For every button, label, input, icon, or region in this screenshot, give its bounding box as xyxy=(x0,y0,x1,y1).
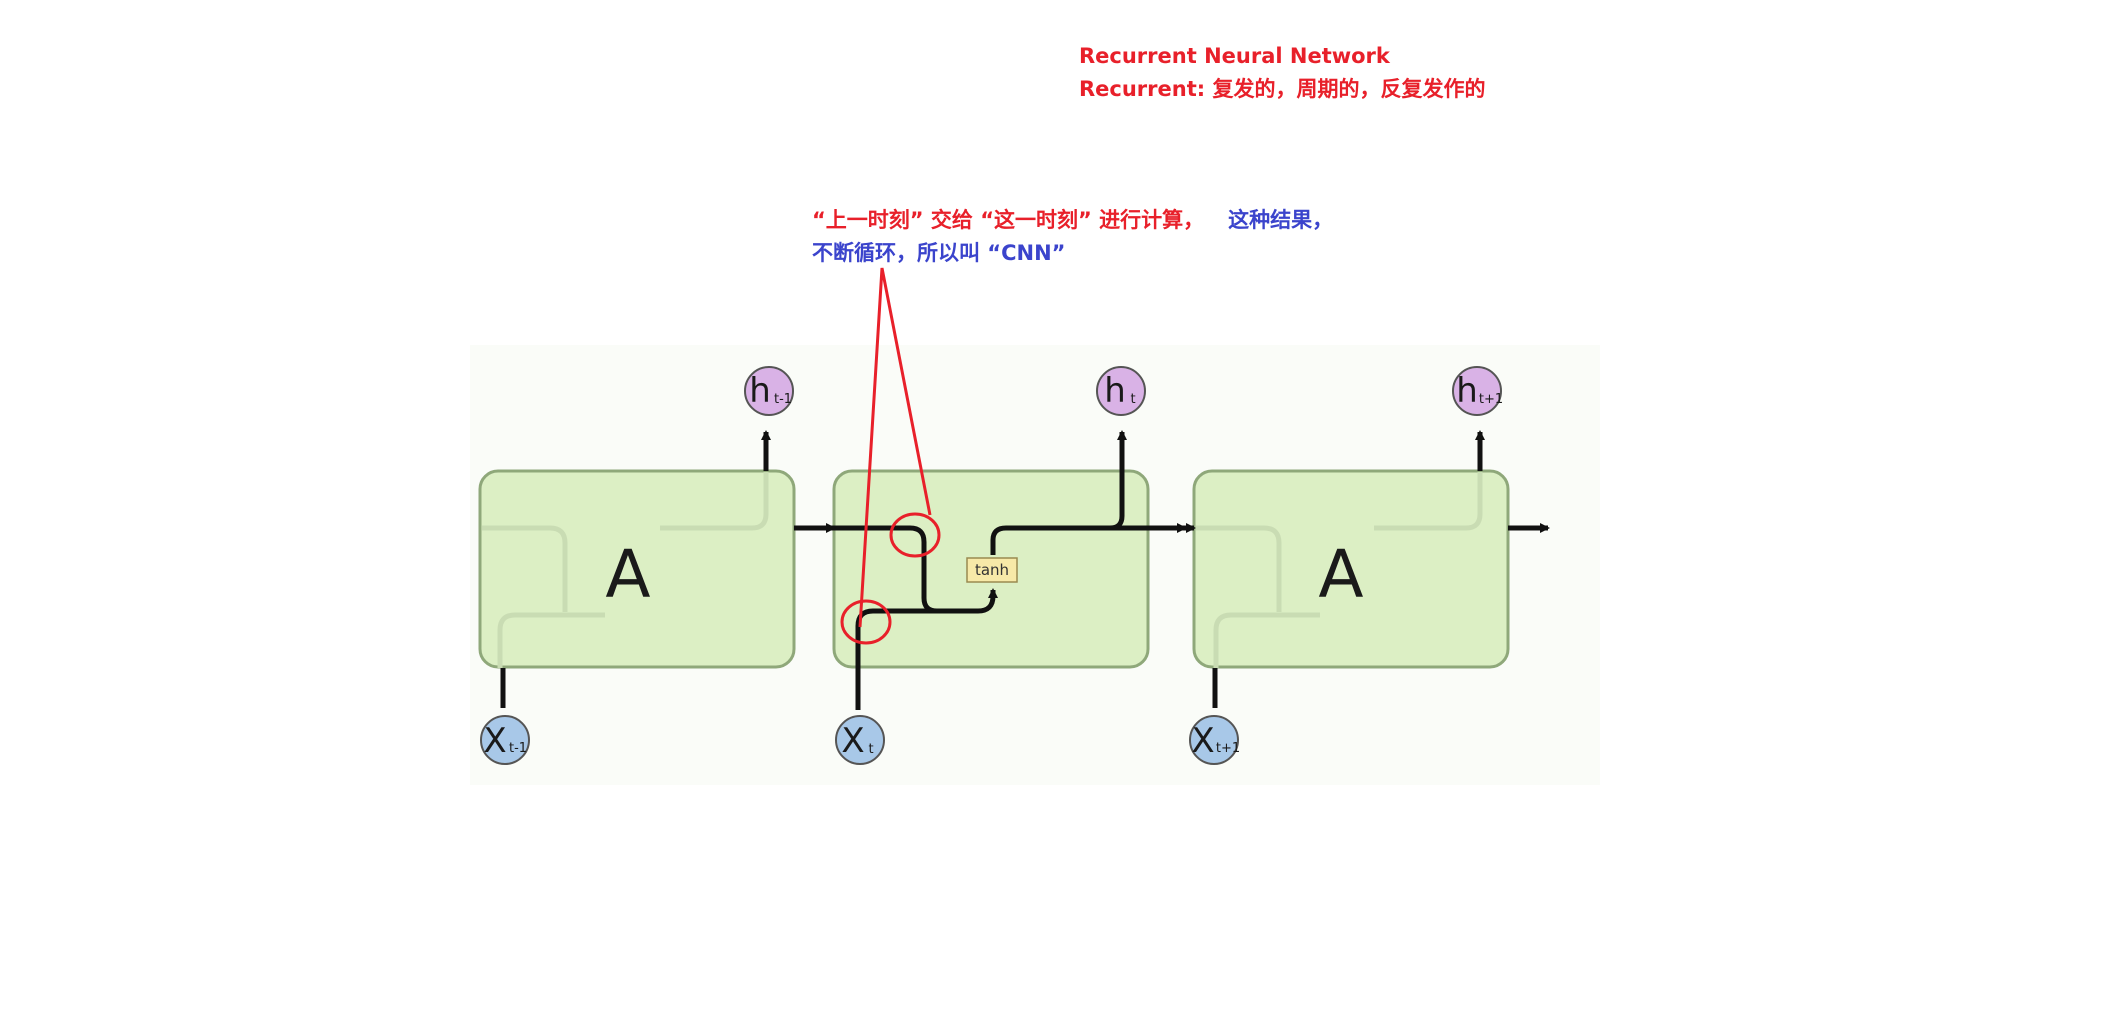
tanh-label: tanh xyxy=(975,561,1009,579)
title-text: Recurrent Neural Network xyxy=(1079,44,1390,68)
output-node-h-t-1: h t-1 xyxy=(744,366,794,416)
node-sub-label: t+1 xyxy=(1216,741,1240,756)
callout-lines xyxy=(858,267,932,628)
cell-label: A xyxy=(605,536,650,613)
node-sub-label: t xyxy=(868,742,873,757)
node-main-label: h xyxy=(1104,371,1126,411)
output-node-h-t+1: h t+1 xyxy=(1452,366,1503,416)
explanation-annotation: “上一时刻” 交给 “这一时刻” 进行计算， 这种结果， 不断循环，所以叫 “CN… xyxy=(812,204,1333,270)
explanation-blue-part: 这种结果， xyxy=(1228,208,1334,232)
rnn-cell-2: tanh xyxy=(798,430,1187,710)
explanation-red-part: “上一时刻” 交给 “这一时刻” 进行计算， xyxy=(812,208,1205,232)
input-node-x-t: X t xyxy=(835,715,885,765)
input-node-x-t-1: X t-1 xyxy=(480,715,530,765)
tanh-box xyxy=(966,557,1018,583)
title-annotation: Recurrent Neural Network Recurrent: 复发的，… xyxy=(1079,40,1485,106)
node-sub-label: t xyxy=(1130,392,1135,407)
cell-label: A xyxy=(1318,536,1363,613)
node-sub-label: t+1 xyxy=(1479,392,1503,407)
node-main-label: X xyxy=(1191,721,1214,761)
highlight-circle-hidden xyxy=(889,512,941,558)
input-flow-line xyxy=(855,588,998,710)
output-flow-line xyxy=(990,430,1127,555)
output-node-h-t: h t xyxy=(1096,366,1146,416)
node-sub-label: t-1 xyxy=(774,392,792,407)
explanation-line2: 不断循环，所以叫 “CNN” xyxy=(812,241,1066,265)
highlight-circle-input xyxy=(840,599,892,645)
node-main-label: X xyxy=(483,721,506,761)
node-sub-label: t-1 xyxy=(509,741,527,756)
hidden-flow-line xyxy=(798,525,938,614)
node-main-label: h xyxy=(1456,371,1478,411)
node-main-label: h xyxy=(749,371,771,411)
rnn-cell-3: A xyxy=(1192,469,1510,669)
input-node-x-t+1: X t+1 xyxy=(1189,715,1240,765)
rnn-cell-1: A xyxy=(478,469,796,669)
node-main-label: X xyxy=(841,721,864,761)
subtitle-text: Recurrent: 复发的，周期的，反复发作的 xyxy=(1079,77,1486,101)
